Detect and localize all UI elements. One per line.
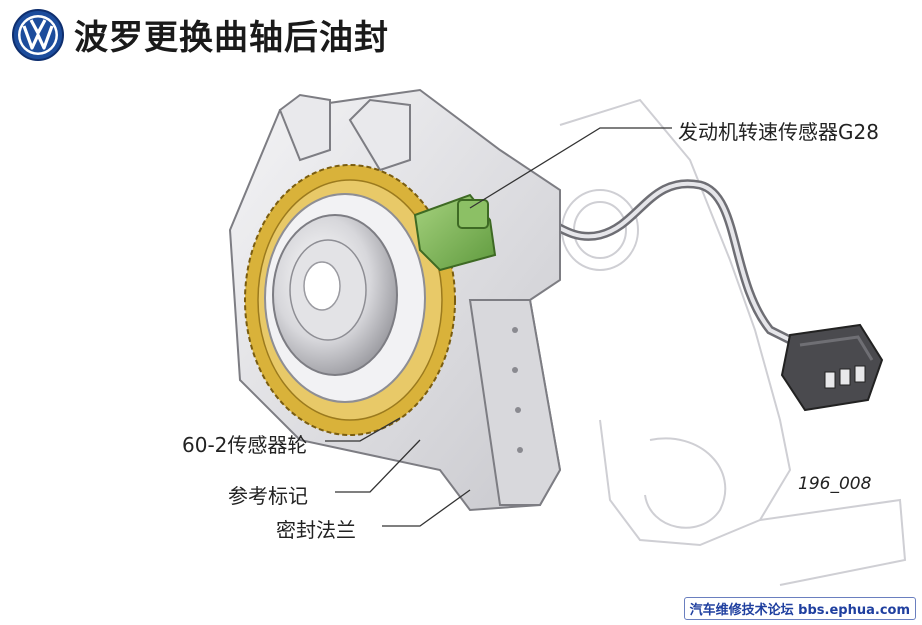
callout-reference-mark: 参考标记 — [228, 484, 308, 508]
sensor-connector — [780, 323, 884, 412]
callout-sensor-wheel: 60-2传感器轮 — [182, 433, 308, 457]
crankshaft-hub — [272, 214, 398, 376]
page-title: 波罗更换曲轴后油封 — [74, 18, 389, 58]
leader-lines — [325, 127, 672, 527]
footer-watermark[interactable]: 汽车维修技术论坛 bbs.ephua.com — [683, 597, 916, 620]
callout-speed-sensor: 发动机转速传感器G28 — [678, 120, 879, 144]
callout-seal-flange: 密封法兰 — [276, 518, 356, 542]
speed-sensor-g28 — [413, 193, 497, 272]
figure-code: 196_008 — [798, 474, 872, 494]
volkswagen-logo-icon — [12, 9, 64, 61]
